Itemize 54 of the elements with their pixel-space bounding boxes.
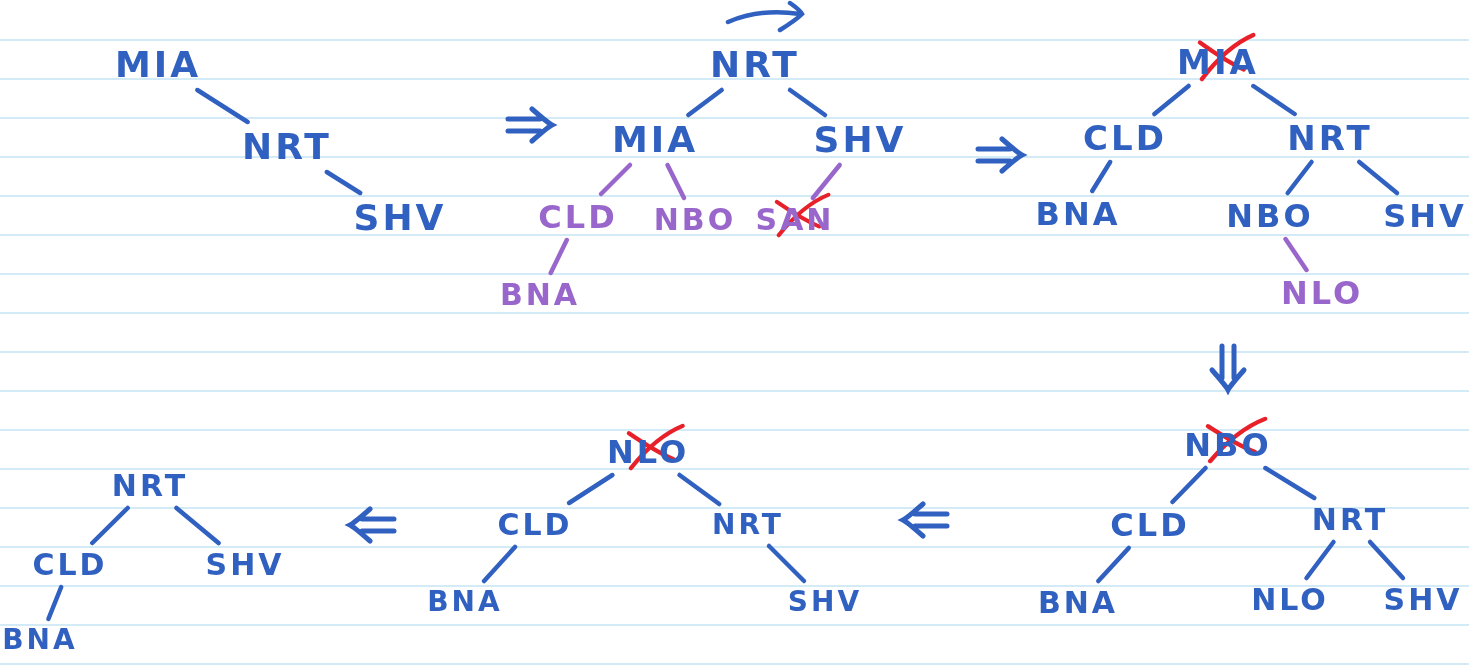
tree-branch-line	[1367, 539, 1406, 581]
tree-branch-line	[810, 162, 842, 201]
tree-branch-line	[665, 162, 687, 201]
tree-branch-line	[1285, 159, 1314, 196]
tree-branch-line	[1096, 545, 1131, 584]
tree-node-label: CLD	[1110, 509, 1190, 541]
tree-node-label: NLO	[1251, 585, 1329, 615]
tree-branch-line	[566, 472, 615, 506]
tree-branch-line	[1251, 83, 1297, 117]
tree-branch-line	[766, 543, 807, 584]
tree-node-label: NRT	[710, 47, 800, 83]
tree-branch-line	[787, 87, 828, 118]
tree-node-label: SHV	[787, 588, 863, 616]
tree-branch-line	[677, 472, 722, 507]
tree-node-label: BNA	[2, 626, 78, 654]
tree-node-label: NBO	[1226, 200, 1314, 232]
tree-node-label: NRT	[242, 129, 332, 165]
tree-node-label: NRT	[111, 471, 189, 501]
tree-node-label: NRT	[712, 511, 784, 539]
tree-branch-line	[324, 169, 363, 196]
tree-branch-line	[1152, 83, 1191, 117]
tree-node-label: CLD	[538, 201, 618, 233]
tree-node-label: BNA	[427, 588, 503, 616]
tree-branch-line	[1357, 159, 1400, 196]
tree-branch-line	[548, 237, 570, 276]
tree-node-label: BNA	[1035, 198, 1121, 230]
tree-node-label: SHV	[353, 200, 447, 236]
tree-branch-line	[1304, 539, 1336, 581]
tree-node-label: CLD	[497, 510, 573, 540]
tree-branch-line	[1170, 465, 1208, 505]
tree-node-label: SHV	[813, 122, 907, 158]
tree-node-label: NBO	[653, 205, 737, 235]
tree-node-label: NLO	[1280, 277, 1364, 309]
tree-node-label: SHV	[1383, 200, 1467, 232]
tree-branch-line	[195, 87, 250, 125]
tree-node-label: MIA	[611, 122, 699, 158]
tree-branch-line	[1089, 159, 1113, 194]
tree-node-label: MIA	[114, 47, 202, 83]
tree-branch-line	[90, 505, 130, 546]
tree-node-label: NRT	[1287, 121, 1373, 155]
tree-branch-line	[174, 505, 221, 546]
tree-node-label: BNA	[1037, 588, 1119, 618]
tree-node-label: CLD	[1083, 121, 1167, 155]
tree-node-label: CLD	[32, 550, 108, 580]
tree-branch-line	[46, 584, 64, 622]
tree-node-label: SHV	[1383, 585, 1463, 615]
tree-node-label: BNA	[499, 280, 581, 310]
tree-node-label: SHV	[205, 550, 285, 580]
tree-branch-line	[481, 544, 518, 584]
tree-branch-line	[1283, 236, 1309, 273]
tree-branch-line	[686, 87, 724, 118]
tree-branch-line	[1263, 465, 1317, 501]
tree-node-label: NRT	[1311, 505, 1389, 535]
tree-branch-line	[598, 162, 633, 197]
